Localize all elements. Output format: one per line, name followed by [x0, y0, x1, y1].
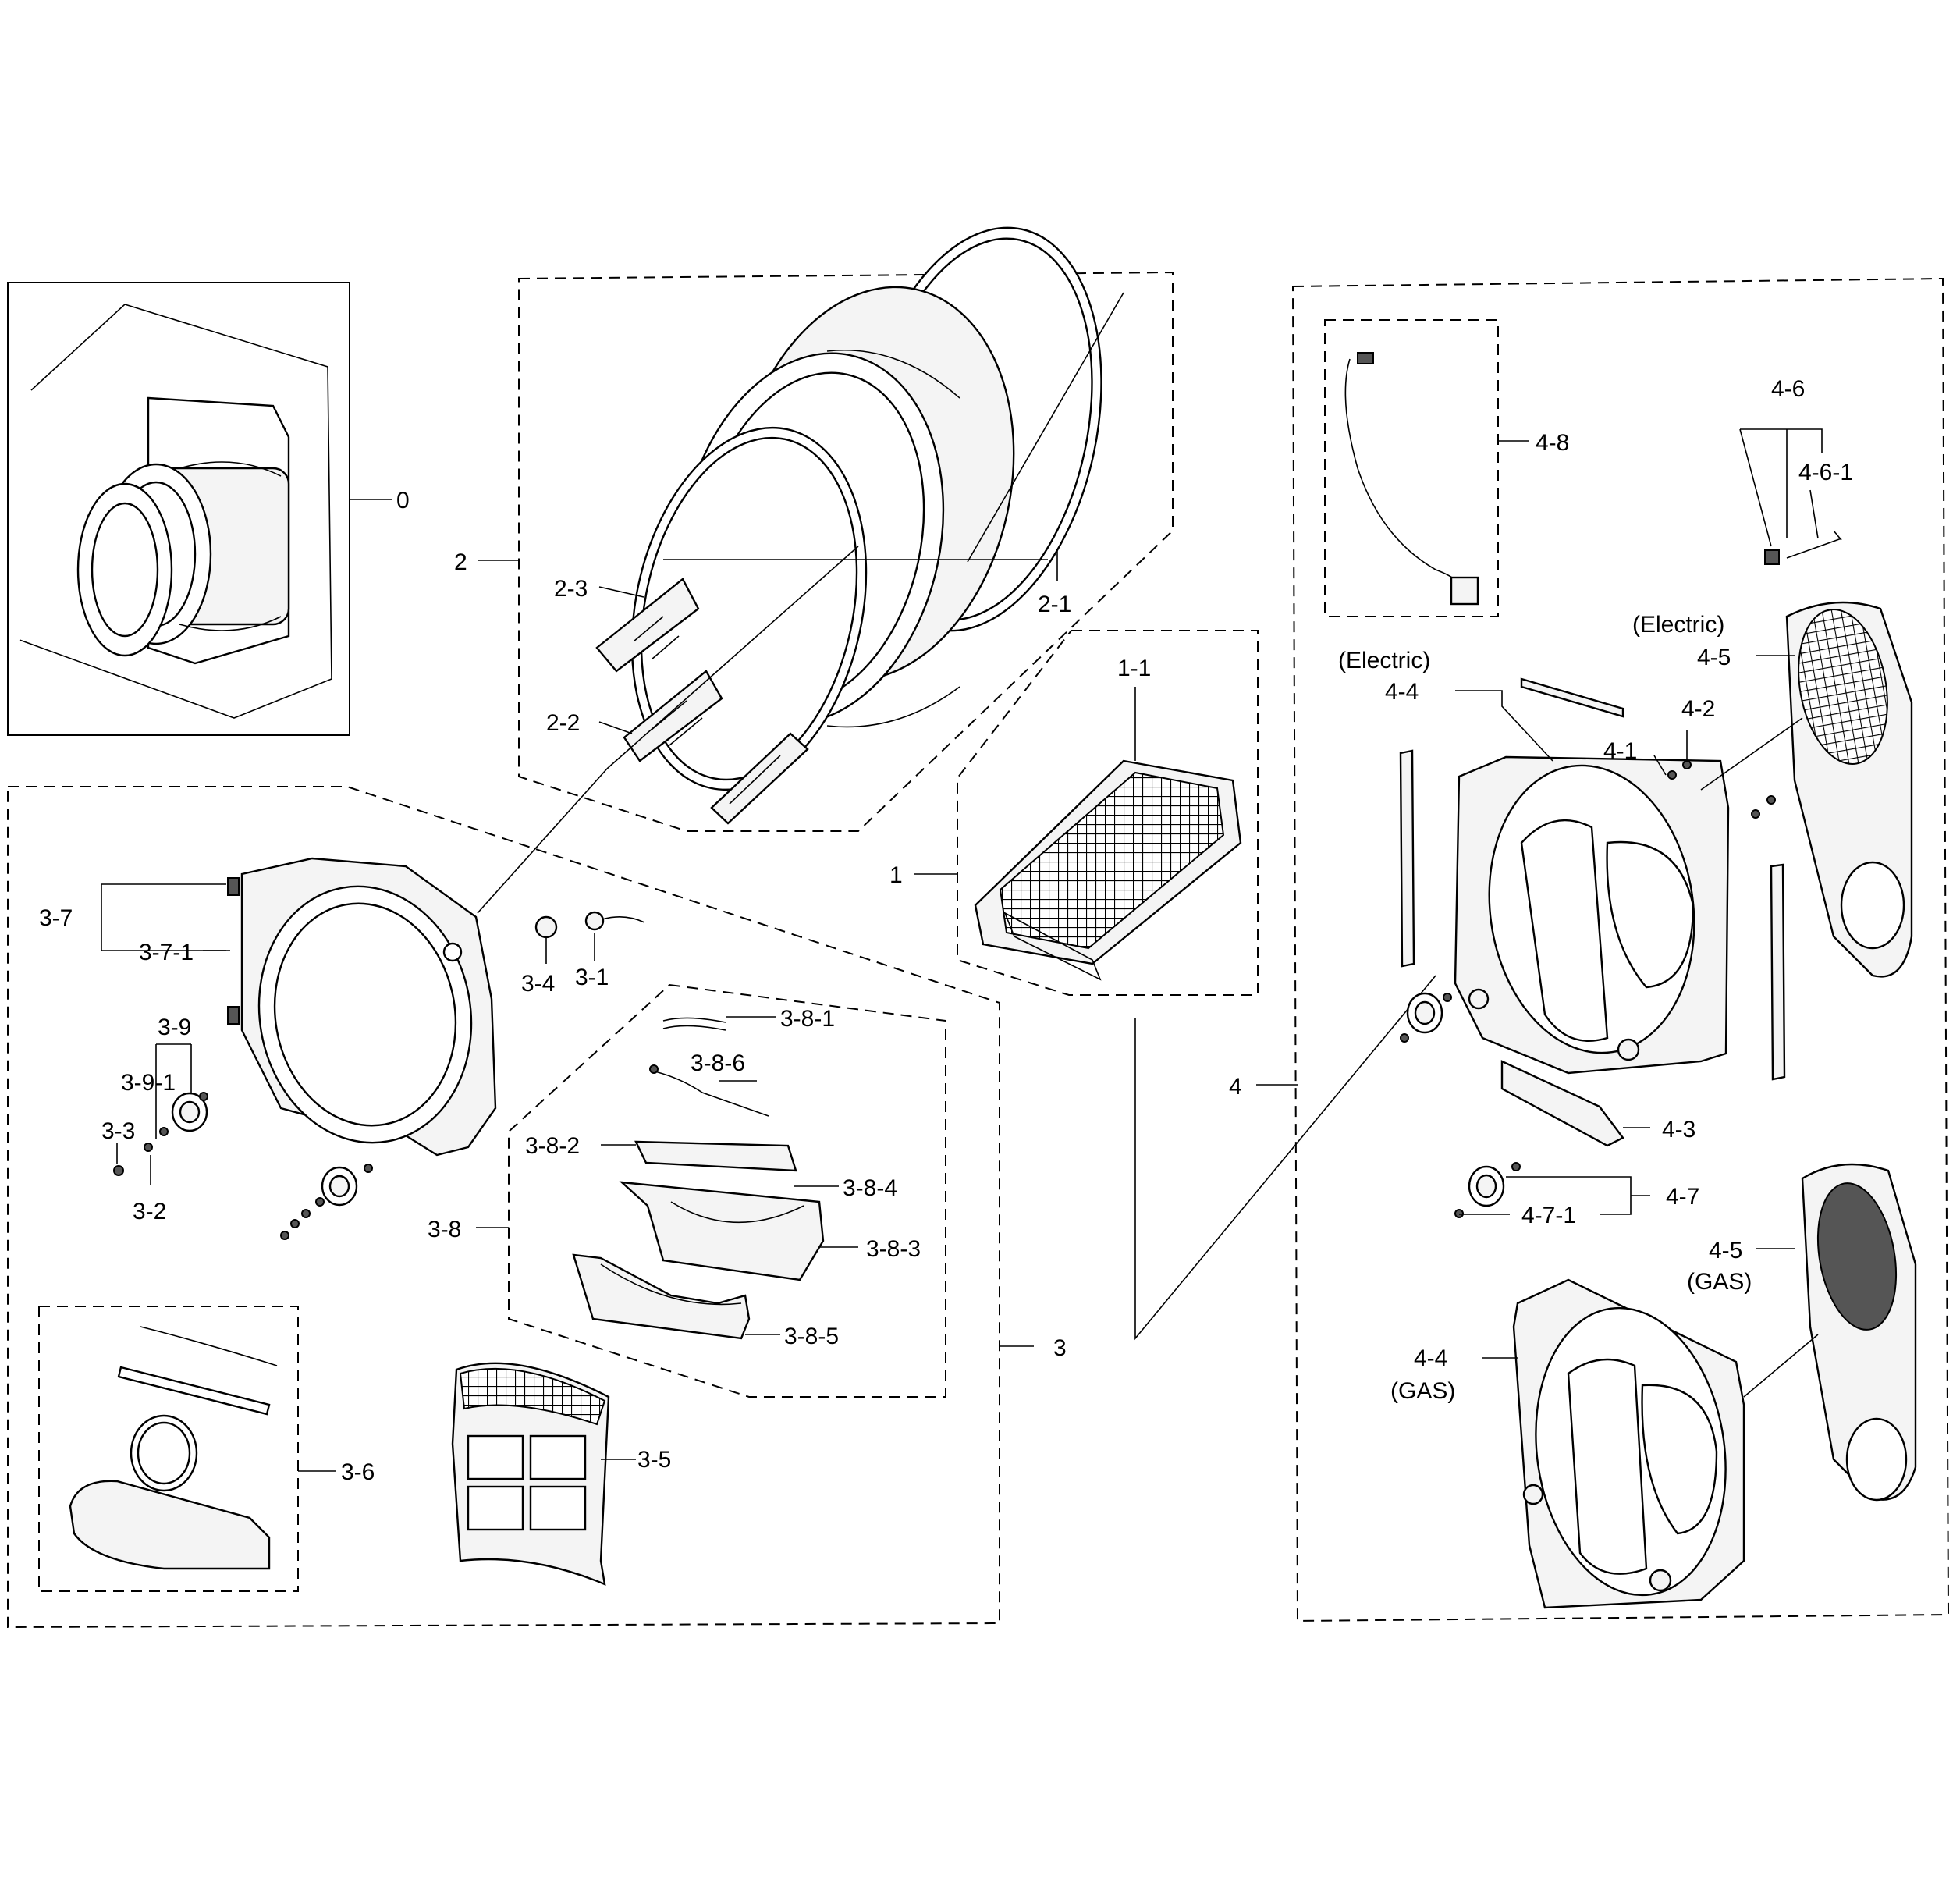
- label-3-8-3: 3-8-3: [866, 1236, 921, 1262]
- label-2-1: 2-1: [1038, 592, 1071, 617]
- label-4-3: 4-3: [1662, 1117, 1695, 1143]
- label-electric-heater: (Electric): [1632, 612, 1724, 638]
- lint-screen-illustration: [451, 1362, 610, 1586]
- group-3-6-duct-illustration: [69, 1326, 278, 1570]
- leader-lines: [101, 428, 1823, 1472]
- label-3-8-2: 3-8-2: [525, 1133, 580, 1159]
- front-roller-parts-illustration: [113, 1092, 373, 1240]
- lint-filter-illustration: [974, 759, 1242, 981]
- label-3-4: 3-4: [521, 971, 555, 997]
- label-4-1: 4-1: [1603, 738, 1637, 764]
- label-3-7: 3-7: [39, 905, 73, 931]
- label-3-8-1: 3-8-1: [780, 1006, 835, 1032]
- group-3-8-parts-illustration: [572, 1017, 825, 1340]
- rear-panel-gas-illustration: [1512, 1278, 1745, 1609]
- rear-panel-electric-illustration: [1454, 755, 1730, 1075]
- label-3: 3: [1053, 1335, 1067, 1361]
- group-3-box: [7, 786, 1000, 1629]
- label-0: 0: [396, 488, 410, 514]
- label-4-4-gas: 4-4: [1414, 1345, 1447, 1371]
- group-4-box: [1291, 277, 1950, 1622]
- label-3-5: 3-5: [637, 1447, 671, 1473]
- assembly-0-box: [7, 282, 350, 736]
- heater-gas-leader: [1743, 1334, 1819, 1398]
- label-2-2: 2-2: [546, 710, 580, 736]
- label-4-4: 4-4: [1385, 679, 1419, 705]
- label-4-6: 4-6: [1771, 376, 1805, 402]
- label-4-5: 4-5: [1697, 645, 1731, 670]
- heater-electric-leader: [1700, 717, 1803, 791]
- label-3-8-4: 3-8-4: [843, 1175, 897, 1201]
- group-1-box: [957, 630, 1259, 996]
- label-gas-heater: (GAS): [1687, 1269, 1752, 1295]
- label-3-9-1: 3-9-1: [121, 1070, 176, 1096]
- wire-harness-illustration: [1344, 352, 1479, 606]
- label-4-7-1: 4-7-1: [1521, 1203, 1576, 1228]
- heater-duct-electric-illustration: [1785, 601, 1913, 978]
- label-1: 1: [889, 862, 903, 888]
- filter-leader: [1134, 975, 1436, 1341]
- rear-brackets-electric-illustration: [1399, 677, 1786, 1147]
- label-3-9: 3-9: [158, 1015, 191, 1040]
- label-4: 4: [1229, 1074, 1242, 1100]
- drum-center-leader: [606, 292, 1124, 769]
- label-3-1: 3-1: [575, 965, 609, 990]
- group-3-8-box: [508, 983, 946, 1398]
- label-3-8-5: 3-8-5: [784, 1324, 839, 1349]
- drum-assembly-illustration: [19, 304, 332, 719]
- label-gas-panel: (GAS): [1390, 1378, 1455, 1404]
- door-switch-parts-illustration: [442, 911, 645, 962]
- heater-duct-gas-illustration: [1801, 1163, 1917, 1502]
- label-3-6: 3-6: [341, 1459, 375, 1485]
- label-4-5-gas: 4-5: [1709, 1238, 1742, 1263]
- front-frame-illustration: [227, 857, 497, 1157]
- label-3-8-6: 3-8-6: [691, 1050, 745, 1076]
- label-2-3: 2-3: [554, 576, 588, 602]
- label-3-8: 3-8: [428, 1217, 461, 1242]
- rear-roller-parts-illustration: [1400, 760, 1776, 1218]
- label-electric-panel: (Electric): [1338, 648, 1430, 673]
- label-3-2: 3-2: [133, 1199, 166, 1224]
- label-2: 2: [454, 549, 467, 575]
- label-1-1: 1-1: [1117, 656, 1151, 681]
- label-3-7-1: 3-7-1: [139, 940, 194, 965]
- thermostat-parts-illustration: [1764, 530, 1842, 565]
- label-4-7: 4-7: [1666, 1184, 1699, 1210]
- label-4-2: 4-2: [1681, 696, 1715, 722]
- label-4-6-1: 4-6-1: [1798, 460, 1853, 485]
- front-frame-to-drum-leader: [477, 768, 608, 914]
- group-2-box: [518, 271, 1174, 832]
- group-3-6-box: [38, 1306, 299, 1592]
- label-4-8: 4-8: [1536, 430, 1569, 456]
- group-4-8-box: [1324, 319, 1499, 617]
- label-3-3: 3-3: [101, 1118, 135, 1144]
- drum-lifter-illustrations: [595, 578, 809, 825]
